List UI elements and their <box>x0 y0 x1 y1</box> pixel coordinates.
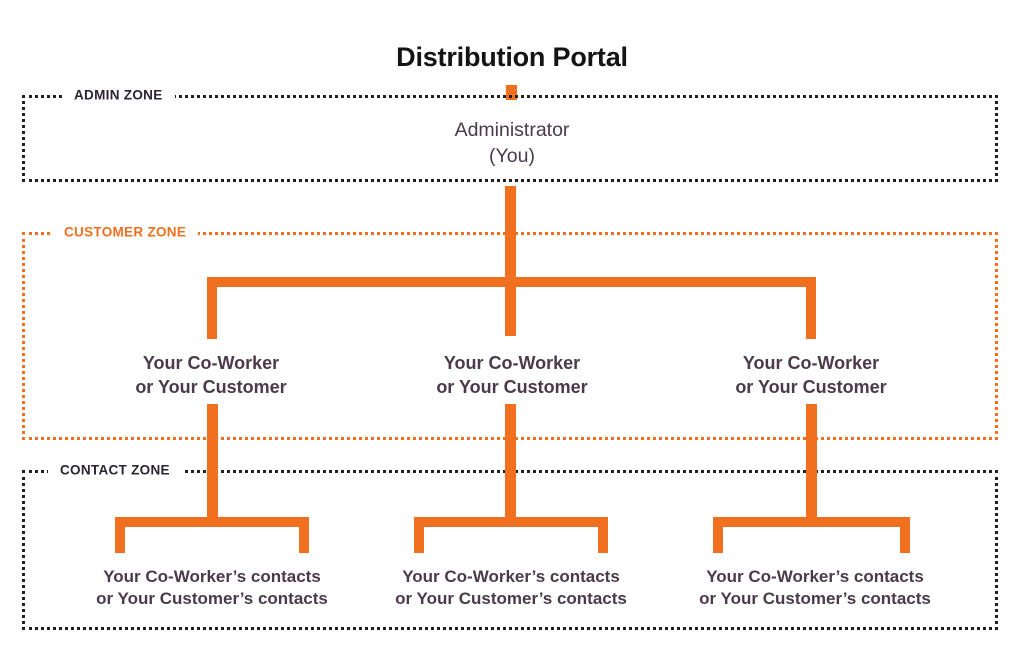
zone-label-contact: CONTACT ZONE <box>48 462 182 478</box>
connector-leg-contacts-3b <box>900 517 910 553</box>
connector-bar-contacts-3 <box>713 517 910 527</box>
connector-drop-left <box>207 277 217 339</box>
node-administrator-line2: (You) <box>489 144 535 167</box>
connector-stem-coworker-3 <box>806 404 817 522</box>
connector-trunk-administrator <box>505 186 516 336</box>
node-coworker-2: Your Co-Worker or Your Customer <box>362 352 662 400</box>
node-contacts-2-line2: or Your Customer’s contacts <box>395 589 627 609</box>
node-contacts-1-line1: Your Co-Worker’s contacts <box>103 567 321 586</box>
node-contacts-2-line1: Your Co-Worker’s contacts <box>402 567 620 586</box>
node-coworker-2-line1: Your Co-Worker <box>443 353 581 373</box>
node-coworker-3-line2: or Your Customer <box>735 376 887 397</box>
node-administrator: Administrator (You) <box>362 118 662 169</box>
orange-square-marker <box>506 85 517 100</box>
connector-bar-contacts-2 <box>414 517 608 527</box>
node-coworker-3: Your Co-Worker or Your Customer <box>661 352 961 400</box>
node-contacts-1-line2: or Your Customer’s contacts <box>96 589 328 609</box>
connector-leg-contacts-3a <box>713 517 723 553</box>
node-coworker-2-line2: or Your Customer <box>436 376 588 397</box>
connector-leg-contacts-1a <box>115 517 125 553</box>
node-contacts-2: Your Co-Worker’s contacts or Your Custom… <box>341 566 681 611</box>
connector-leg-contacts-2a <box>414 517 424 553</box>
connector-drop-right <box>806 277 816 339</box>
connector-stem-coworker-2 <box>505 404 516 522</box>
node-administrator-line1: Administrator <box>454 119 570 141</box>
connector-bar-contacts-1 <box>115 517 309 527</box>
connector-bar-level1 <box>207 277 816 287</box>
connector-leg-contacts-1b <box>299 517 309 553</box>
node-coworker-3-line1: Your Co-Worker <box>742 353 880 373</box>
zone-label-admin: ADMIN ZONE <box>62 87 175 103</box>
node-contacts-3-line2: or Your Customer’s contacts <box>699 589 931 609</box>
connector-leg-contacts-2b <box>598 517 608 553</box>
node-contacts-3-line1: Your Co-Worker’s contacts <box>706 567 924 586</box>
zone-label-customer: CUSTOMER ZONE <box>52 224 199 240</box>
zone-box-admin <box>22 95 998 182</box>
node-coworker-1-line1: Your Co-Worker <box>142 353 280 373</box>
node-contacts-1: Your Co-Worker’s contacts or Your Custom… <box>42 566 382 611</box>
node-coworker-1-line2: or Your Customer <box>135 376 287 397</box>
connector-stem-coworker-1 <box>207 404 218 522</box>
page-title: Distribution Portal <box>396 42 628 72</box>
node-coworker-1: Your Co-Worker or Your Customer <box>61 352 361 400</box>
node-contacts-3: Your Co-Worker’s contacts or Your Custom… <box>645 566 985 611</box>
